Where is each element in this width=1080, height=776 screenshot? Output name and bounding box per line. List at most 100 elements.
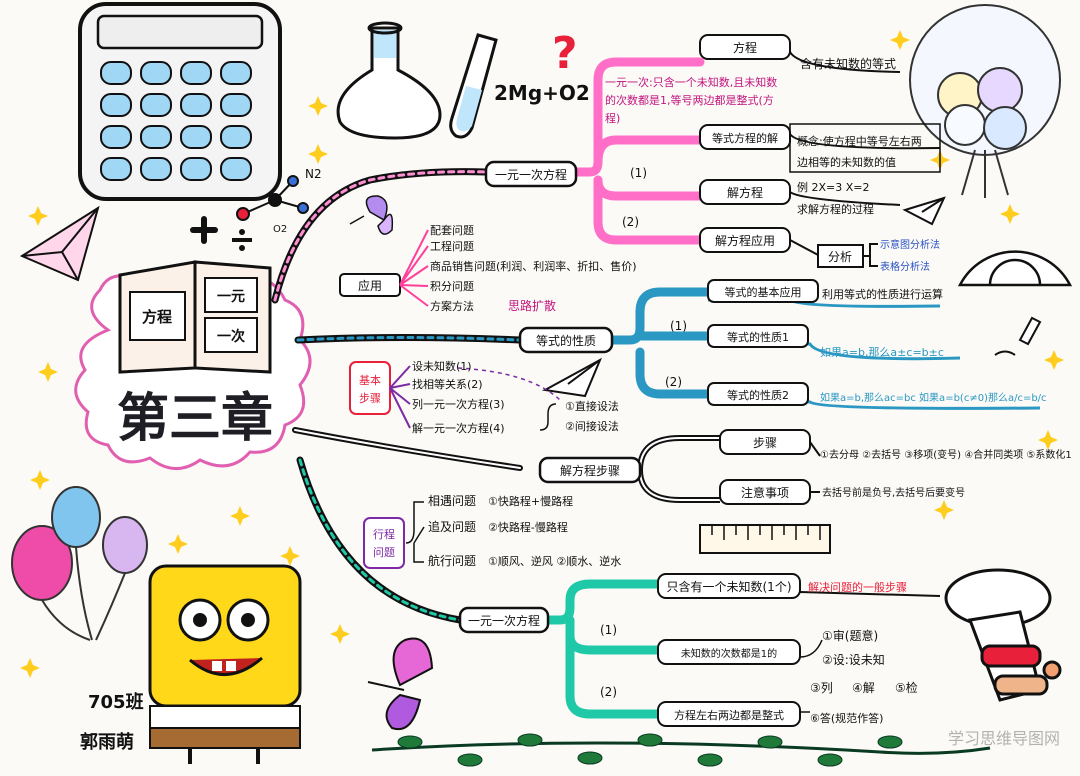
protractor-icon [957,250,1073,287]
node-solve: 解方程 [727,185,763,200]
paper-plane-icon [541,357,603,398]
basic-steps-label-line: 基本 [359,373,381,387]
book-right-bottom-label: 一次 [217,328,245,345]
vine-icon [371,733,991,767]
basic-steps-label: 基本 [359,373,381,387]
branch-1 [484,34,941,253]
basic-steps-label: 步骤 [359,392,381,405]
branch-1-index-1: (1) [630,166,647,180]
travel-label-line: 问题 [373,546,395,559]
text-line: 一元一次:只含一个未知数,且未知数 [605,75,777,89]
branch-2-label: 等式的性质 [536,333,596,348]
node-prop2: 等式的性质2 [727,388,789,402]
branch-4-index-2: (2) [600,685,617,699]
branch-4-index-1: (1) [600,623,617,637]
travel-row-formula: ①顺风、逆风 ②顺水、逆水 [488,554,621,568]
formula-text: 2Mg+O2 [494,81,590,105]
node-steps-desc: ①去分母 ②去括号 ③移项(变号) ④合并同类项 ⑤系数化1 [820,448,1072,461]
ruler-icon [699,524,831,554]
n2-label: N2 [305,167,322,181]
branch-2 [518,279,1041,410]
application-note: 思路扩散 [508,298,556,313]
paper-plane-icon [19,205,100,282]
travel-row-formula: ②快路程-慢路程 [488,521,568,534]
node-prop1: 等式的性质1 [727,330,789,344]
node-notes: 注意事项 [741,485,789,500]
set-method-item: ①直接设法 [565,399,619,413]
branch-2-index-2: (2) [665,375,682,389]
branch-1-label: 一元一次方程 [495,167,567,182]
butterfly-icon [349,195,394,235]
flask-icon [336,21,442,140]
node-solve-desc-1: 例 2X=3 X=2 [797,180,870,194]
application-group [339,229,429,307]
set-method-item: ②间接设法 [565,419,619,433]
basic-steps-group [349,361,561,431]
text-line: 程) [605,112,620,125]
travel-label: 行程 [373,528,395,541]
node-basic-desc: 利用等式的性质进行运算 [822,287,943,301]
procedure-step: ⑥答(规范作答) [810,711,883,725]
divide-icon [232,229,252,251]
branch-3-label: 解方程步骤 [560,463,620,478]
node-solution-desc-2: 边相等的未知数的值 [797,155,896,169]
paper-plane-icon [902,196,946,226]
node-solution-desc-1: 概念:使方程中等号左右两 [797,134,922,148]
procedure-step: ②设:设未知 [822,653,885,667]
branch-4-label: 一元一次方程 [468,613,540,628]
travel-row-name: 相遇问题 [428,494,476,508]
application-item: 方案方法 [430,299,474,313]
basic-step-item: 找相等关系(2) [412,377,483,391]
node-solution: 等式方程的解 [712,131,778,145]
travel-label: 问题 [373,546,395,559]
central-topic [74,260,312,470]
basic-step-item: 设未知数(1) [412,359,472,373]
author-class: 705班 [88,692,144,713]
plus-icon [190,216,218,244]
calculator-icon [78,2,282,201]
question-mark-icon: ? [552,28,578,79]
author-name: 郭雨萌 [80,731,134,753]
travel-row-formula: ①快路程+慢路程 [488,495,573,508]
sparkle-icon [20,30,1064,678]
basic-step-item: 列一元一次方程(3) [412,397,505,411]
main-connectors [271,168,524,624]
node-basic: 等式的基本应用 [725,285,802,299]
central-title: 第三章 [117,389,273,449]
node-steps: 步骤 [753,436,777,450]
node-solve-desc-2: 求解方程的过程 [797,202,874,216]
procedure-step: ①审(题意) [822,628,878,643]
node-equation-desc: 含有未知数的等式 [800,56,896,71]
analysis-label: 分析 [828,250,852,264]
procedure-step: ⑤检 [895,680,918,695]
application-item: 商品销售问题(利润、利润率、折扣、售价) [430,259,637,273]
book-right-top-label: 一元 [217,289,245,305]
trumpet-icon [944,568,1062,702]
balloon-icon [909,4,1061,198]
pencil-icon [994,316,1042,356]
branch-3 [538,429,821,505]
watermark-text: 学习思维导图网 [948,729,1060,748]
node-equation: 方程 [733,40,757,55]
travel-group [363,501,425,569]
balloon-icon [11,486,148,641]
node-notes-desc: 去括号前是负号,去括号后要变号 [822,486,965,499]
branch-1-index-2: (2) [622,215,639,229]
branch-2-index-1: (1) [670,319,687,333]
node-only-one: 只含有一个未知数(1个) [667,579,792,594]
node-apply: 解方程应用 [715,233,775,248]
o2-label: O2 [273,224,287,235]
test-tube-icon [449,33,498,139]
application-label: 应用 [358,278,382,293]
node-only-one-desc: 解决问题的一般步骤 [808,580,907,594]
basic-steps-label-line: 步骤 [359,392,381,405]
branch-1-definition: 一元一次:只含一个未知数,且未知数的次数都是1,等号两边都是整式(方程) [605,75,777,125]
travel-label-line: 行程 [373,528,395,541]
butterfly-icon [367,637,434,731]
application-item: 工程问题 [430,240,474,253]
travel-row-name: 航行问题 [428,553,476,568]
node-both-sides: 方程左右两边都是整式 [674,708,784,722]
text-line: 的次数都是1,等号两边都是整式(方 [605,93,774,107]
